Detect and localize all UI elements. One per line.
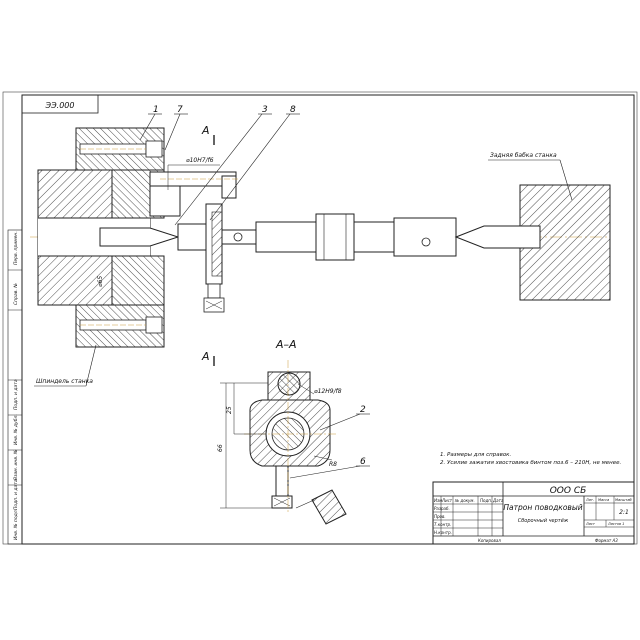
fit-dimension-top: ⌀10H7/f6 <box>167 157 220 190</box>
clamp-fork <box>203 203 225 313</box>
section-mark-bottom: А <box>201 350 210 363</box>
spindle-callout: Шпиндель станка <box>34 344 97 387</box>
part-number-8: 8 <box>290 105 296 115</box>
mass-label: Масса <box>598 498 609 502</box>
machine-tailstock <box>519 184 611 301</box>
col-izm: Изм <box>434 498 442 503</box>
copied-label: Копировал <box>478 538 501 543</box>
left-margin-strip: Перв. примен. Справ. № Подп. и дата Инв.… <box>7 229 23 545</box>
row-nkontr: Н.контр. <box>434 530 452 535</box>
part-number-3: 3 <box>262 105 268 115</box>
drawing-doc-type: Сборочный чертёж <box>518 518 569 524</box>
col-doc: № докум. <box>454 498 475 503</box>
part-number-1: 1 <box>153 105 159 115</box>
format-label: Формат А3 <box>595 538 618 543</box>
side-label-3: Подп. и дата <box>13 379 19 410</box>
sheet-word: Лист <box>585 522 596 526</box>
section-mark-top: А <box>201 124 210 137</box>
side-label-7: Инв. № подл. <box>13 509 19 540</box>
spindle-diameter-label: ⌀65 <box>97 276 104 287</box>
scale-value: 2:1 <box>619 509 629 516</box>
org-name: ООО СБ <box>550 486 587 496</box>
section-a-a-view: А–А 66 25 R8 ⌀12H9/f8 2 <box>217 338 370 525</box>
side-label-6: Подп. и дата <box>13 479 19 510</box>
note-1: 1. Размеры для справок. <box>440 452 512 458</box>
part-number-6: 6 <box>360 457 366 467</box>
live-center <box>99 227 180 247</box>
workpiece-shaft <box>177 213 457 261</box>
row-tkontr: Т.контр. <box>434 522 451 527</box>
row-razrab: Разраб. <box>434 506 450 511</box>
part-number-2: 2 <box>360 405 366 415</box>
dead-center <box>454 225 541 249</box>
sheet-letter-label: Лит. <box>585 498 594 502</box>
side-label-1: Перв. примен. <box>13 231 19 265</box>
sheets-word: Листов 1 <box>607 522 624 526</box>
part-number-7: 7 <box>177 105 183 115</box>
col-sign: Подп. <box>480 498 492 503</box>
dim-66: 66 <box>217 444 224 452</box>
side-label-5: Взам. инв. № <box>13 449 19 480</box>
spindle-label: Шпиндель станка <box>36 378 93 385</box>
corner-code: ЭЭ.000 <box>45 101 75 110</box>
col-date: Дата <box>492 498 504 503</box>
corner-code-box <box>21 94 99 114</box>
section-title: А–А <box>275 338 297 351</box>
fit-dimension-section-label: ⌀12H9/f8 <box>314 388 342 395</box>
side-label-4: Инв. № дубл. <box>13 414 19 445</box>
dim-25: 25 <box>226 406 233 414</box>
section-cut-marks: А А <box>201 124 215 366</box>
drawing-name: Патрон поводковый <box>503 503 582 512</box>
note-2: 2. Усилие зажатия хвостовика бинтом поз.… <box>440 460 621 466</box>
part-callouts: 1 7 3 8 <box>139 105 300 226</box>
tailstock-label: Задняя бабка станка <box>490 152 557 159</box>
col-list: Лист <box>441 498 453 503</box>
driver-lever <box>149 171 240 217</box>
tailstock-callout: Задняя бабка станка <box>488 152 573 201</box>
dim-radius: R8 <box>329 461 337 468</box>
technical-notes: 1. Размеры для справок. 2. Усилие зажати… <box>440 452 621 466</box>
side-label-2: Справ. № <box>13 283 19 305</box>
fit-dimension-top-label: ⌀10H7/f6 <box>186 157 214 164</box>
row-prov: Пров. <box>434 514 446 519</box>
title-block: Изм Лист № докум. Подп. Дата Разраб. Про… <box>432 481 635 545</box>
scale-label: Масштаб <box>615 498 632 502</box>
